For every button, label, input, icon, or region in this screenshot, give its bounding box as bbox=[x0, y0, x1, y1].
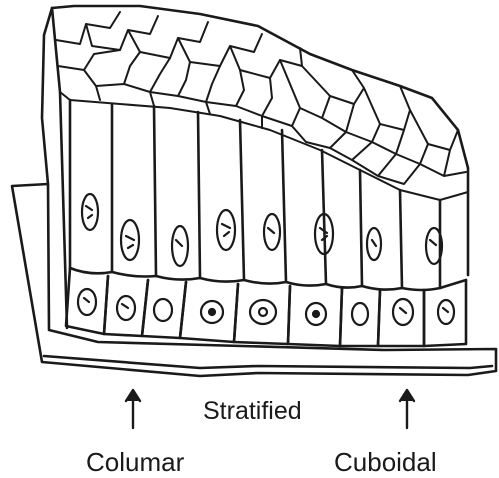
columnar-nuclei bbox=[82, 194, 442, 266]
columnar-label: Columar bbox=[86, 449, 184, 475]
apical-surface bbox=[56, 12, 468, 200]
stratified-label: Stratified bbox=[203, 399, 302, 424]
cuboidal-arrow bbox=[400, 390, 414, 428]
side-wall bbox=[42, 6, 468, 328]
basal-nuclei bbox=[78, 289, 454, 325]
columnar-arrow bbox=[126, 390, 140, 428]
cuboidal-label: Cuboidal bbox=[334, 449, 437, 475]
